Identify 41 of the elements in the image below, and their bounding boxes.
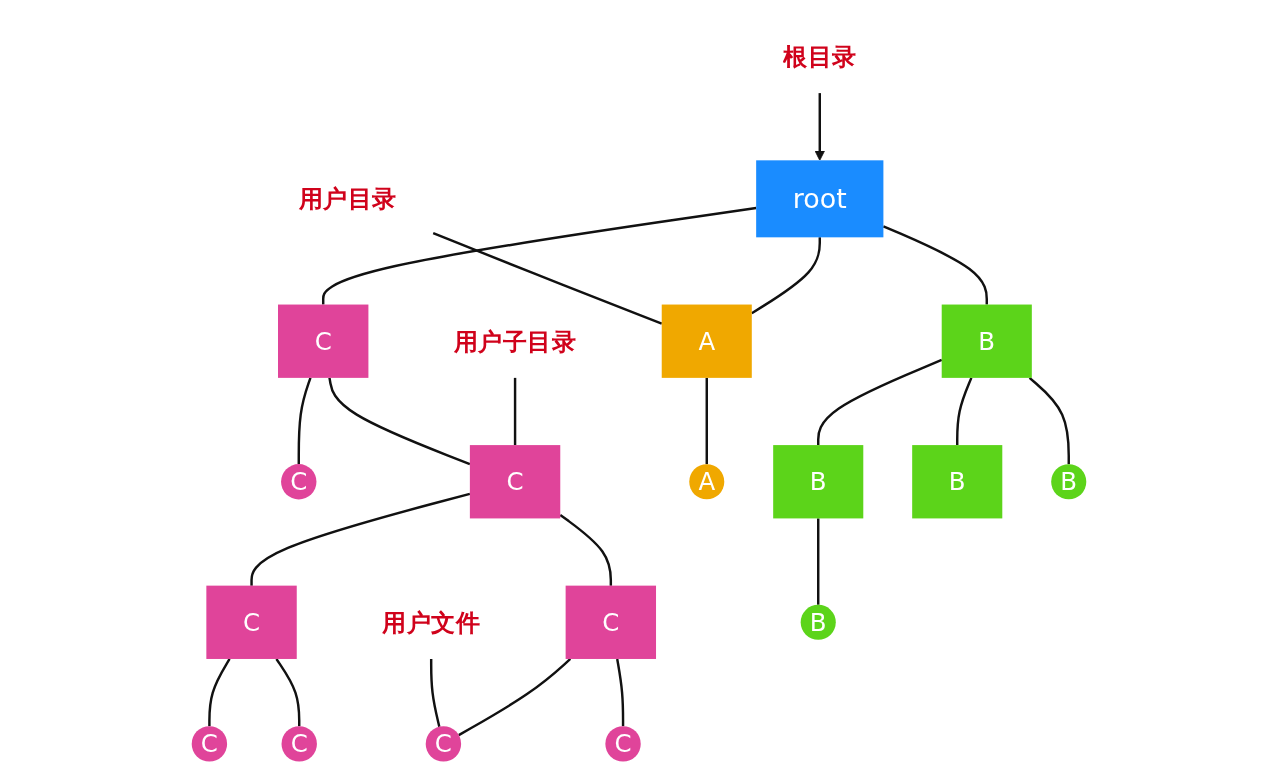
node-text: 用户子目录 bbox=[453, 326, 577, 356]
connector bbox=[250, 492, 471, 586]
node-box: A bbox=[661, 304, 752, 378]
node-box: C bbox=[565, 585, 657, 659]
arrow bbox=[814, 93, 826, 161]
node-box: root bbox=[756, 160, 884, 238]
node-box: C bbox=[206, 585, 297, 659]
connector bbox=[559, 513, 613, 586]
node-circle: C bbox=[281, 464, 317, 500]
node-circle: C bbox=[191, 726, 228, 762]
node-text: 用户文件 bbox=[382, 607, 481, 637]
node-circle: C bbox=[281, 726, 317, 762]
connector bbox=[616, 658, 625, 727]
node-circle: A bbox=[689, 464, 725, 500]
node-box: B bbox=[773, 445, 864, 519]
connector bbox=[956, 377, 973, 446]
connector bbox=[208, 658, 231, 727]
node-box: C bbox=[469, 445, 561, 519]
node-circle: B bbox=[1051, 464, 1087, 500]
connector bbox=[751, 237, 821, 315]
node-text: 用户目录 bbox=[298, 184, 397, 214]
connector bbox=[817, 518, 820, 605]
connector bbox=[513, 377, 517, 446]
connector bbox=[275, 658, 301, 727]
connector bbox=[429, 658, 441, 727]
connector bbox=[705, 377, 708, 465]
node-box: B bbox=[912, 445, 1003, 519]
connector bbox=[1028, 376, 1070, 465]
connector bbox=[882, 225, 988, 305]
node-circle: B bbox=[800, 604, 836, 640]
connector bbox=[432, 232, 663, 325]
node-circle: C bbox=[425, 726, 462, 762]
node-box: B bbox=[941, 304, 1032, 378]
connector bbox=[817, 358, 943, 446]
node-box: C bbox=[278, 304, 369, 378]
connector bbox=[458, 658, 572, 737]
connector bbox=[297, 377, 312, 465]
node-circle: C bbox=[605, 726, 641, 762]
connector bbox=[328, 377, 471, 466]
node-text: 根目录 bbox=[783, 41, 857, 72]
connector bbox=[322, 206, 757, 305]
